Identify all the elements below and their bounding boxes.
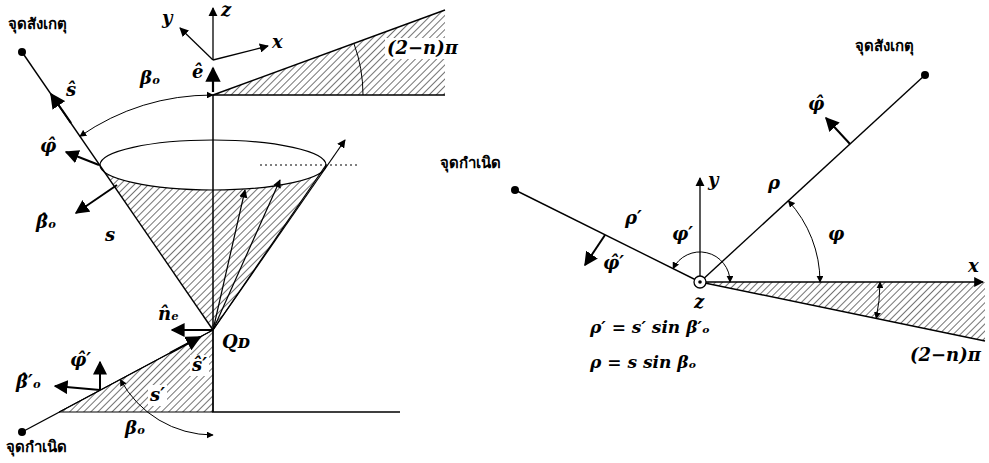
axes	[180, 8, 268, 92]
equation-label: ρ = s sin βₒ	[590, 353, 696, 373]
incident-ray	[22, 330, 213, 432]
vector-label: ŝ′	[190, 355, 209, 376]
vector-label: ê	[192, 62, 203, 83]
observation-dot	[18, 48, 26, 56]
keller-cone-rim	[100, 140, 326, 190]
angle-arc	[354, 43, 363, 95]
axis-label: x	[968, 256, 979, 277]
vector-label: φ̂	[808, 94, 824, 115]
source-dot	[18, 428, 26, 436]
angle-label: βₒ	[140, 68, 160, 89]
observation-line	[700, 75, 925, 282]
length-label: ρ	[768, 173, 780, 194]
angle-arc	[673, 252, 730, 282]
vector-label: φ̂′	[70, 350, 91, 371]
observation-dot	[921, 71, 929, 79]
diffracted-ray	[22, 52, 213, 330]
angle-arc	[80, 95, 213, 136]
length-label: s′	[148, 385, 167, 406]
point-label: จุดกำเนิด	[6, 439, 67, 456]
axis-label: y	[162, 8, 172, 29]
point-label: จุดสังเกตุ	[8, 16, 67, 33]
angle-label: (2−n)π	[910, 345, 981, 366]
angle-arc	[876, 282, 880, 319]
axis-label: x	[272, 32, 283, 53]
wedge-face-outline	[213, 95, 445, 412]
edge-symbol	[698, 280, 702, 284]
axis-label: z	[221, 0, 231, 21]
angle-label: φ′	[672, 224, 693, 245]
unit-vector	[585, 235, 605, 265]
cone-rays	[213, 140, 345, 330]
angle-label: (2−n)π	[385, 38, 460, 59]
dotted-line	[260, 165, 360, 166]
edge-symbol	[694, 276, 706, 288]
length-label: ρ′	[625, 208, 642, 229]
wedge-face	[700, 282, 985, 341]
length-label: s	[105, 225, 115, 246]
source-dot	[511, 186, 519, 194]
angle-label: φ	[828, 224, 844, 245]
unit-vector	[826, 118, 850, 144]
point-label: จุดกำเนิด	[440, 155, 501, 172]
vector-label: β̂ₒ	[36, 212, 56, 233]
y-axis	[699, 178, 700, 282]
vector-label: β̂′ₒ	[16, 372, 41, 393]
vector-label: φ̂′	[603, 253, 624, 274]
axis-label: y	[708, 170, 718, 191]
equation-label: ρ′ = s′ sin β′ₒ	[590, 318, 710, 338]
unit-vectors	[51, 94, 213, 390]
vector-label: φ̂	[40, 136, 56, 157]
vector-label: ŝ	[66, 80, 76, 101]
point-label: Qᴅ	[222, 332, 250, 353]
angle-arc	[788, 201, 820, 282]
point-label: จุดสังเกตุ	[855, 38, 914, 55]
x-axis	[700, 281, 983, 282]
wedge-hatch	[700, 282, 985, 341]
vector-label: n̂ₑ	[158, 304, 179, 325]
source-line	[515, 190, 700, 282]
axis-label: z	[694, 292, 704, 313]
angle-label: βₒ	[125, 418, 145, 439]
